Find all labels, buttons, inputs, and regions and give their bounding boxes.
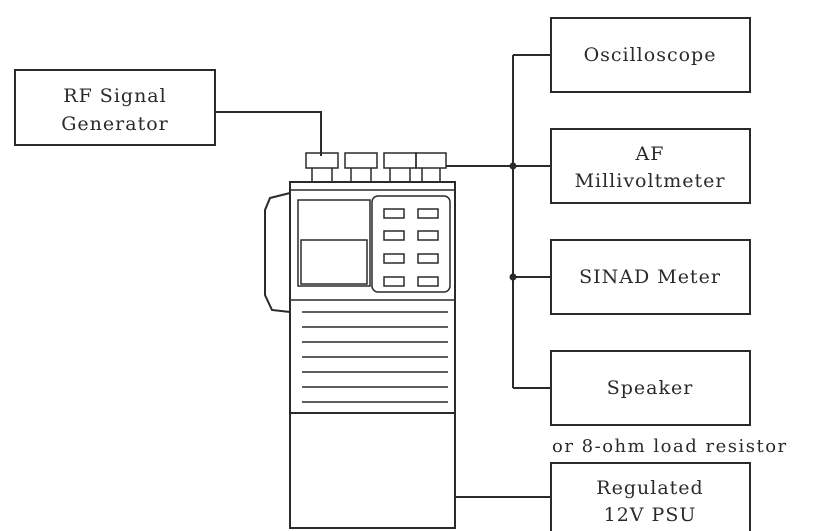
junction-dot bbox=[509, 273, 517, 281]
speaker-label: Speaker bbox=[607, 377, 694, 399]
radio-speaker-grille bbox=[290, 299, 455, 403]
oscilloscope-label: Oscilloscope bbox=[584, 44, 717, 66]
load-resistor-note: or 8-ohm load resistor bbox=[552, 436, 788, 457]
speaker-box: Speaker bbox=[550, 350, 751, 426]
radio-top-connectors bbox=[305, 152, 447, 182]
radio-belt-clip bbox=[264, 192, 291, 313]
rf-signal-generator-box: RF Signal Generator bbox=[14, 69, 216, 146]
radio-keypad bbox=[371, 195, 451, 293]
junction-dot bbox=[509, 162, 517, 170]
radio-transceiver bbox=[264, 152, 456, 529]
radio-display bbox=[297, 199, 371, 287]
rf-to-radio-wire bbox=[215, 111, 322, 156]
rf-generator-label-line1: RF Signal bbox=[63, 85, 166, 107]
sinad-meter-box: SINAD Meter bbox=[550, 239, 751, 315]
psu-label-line2: 12V PSU bbox=[604, 504, 697, 526]
regulated-psu-box: Regulated 12V PSU bbox=[550, 462, 751, 531]
psu-label-line1: Regulated bbox=[596, 477, 703, 499]
af-millivoltmeter-box: AF Millivoltmeter bbox=[550, 128, 751, 204]
radio-screen bbox=[300, 239, 368, 285]
sinad-meter-label: SINAD Meter bbox=[579, 266, 721, 288]
af-millivoltmeter-label-line1: AF bbox=[635, 143, 665, 165]
rf-generator-label-line2: Generator bbox=[61, 113, 168, 135]
oscilloscope-box: Oscilloscope bbox=[550, 17, 751, 93]
af-millivoltmeter-label-line2: Millivoltmeter bbox=[575, 170, 726, 192]
